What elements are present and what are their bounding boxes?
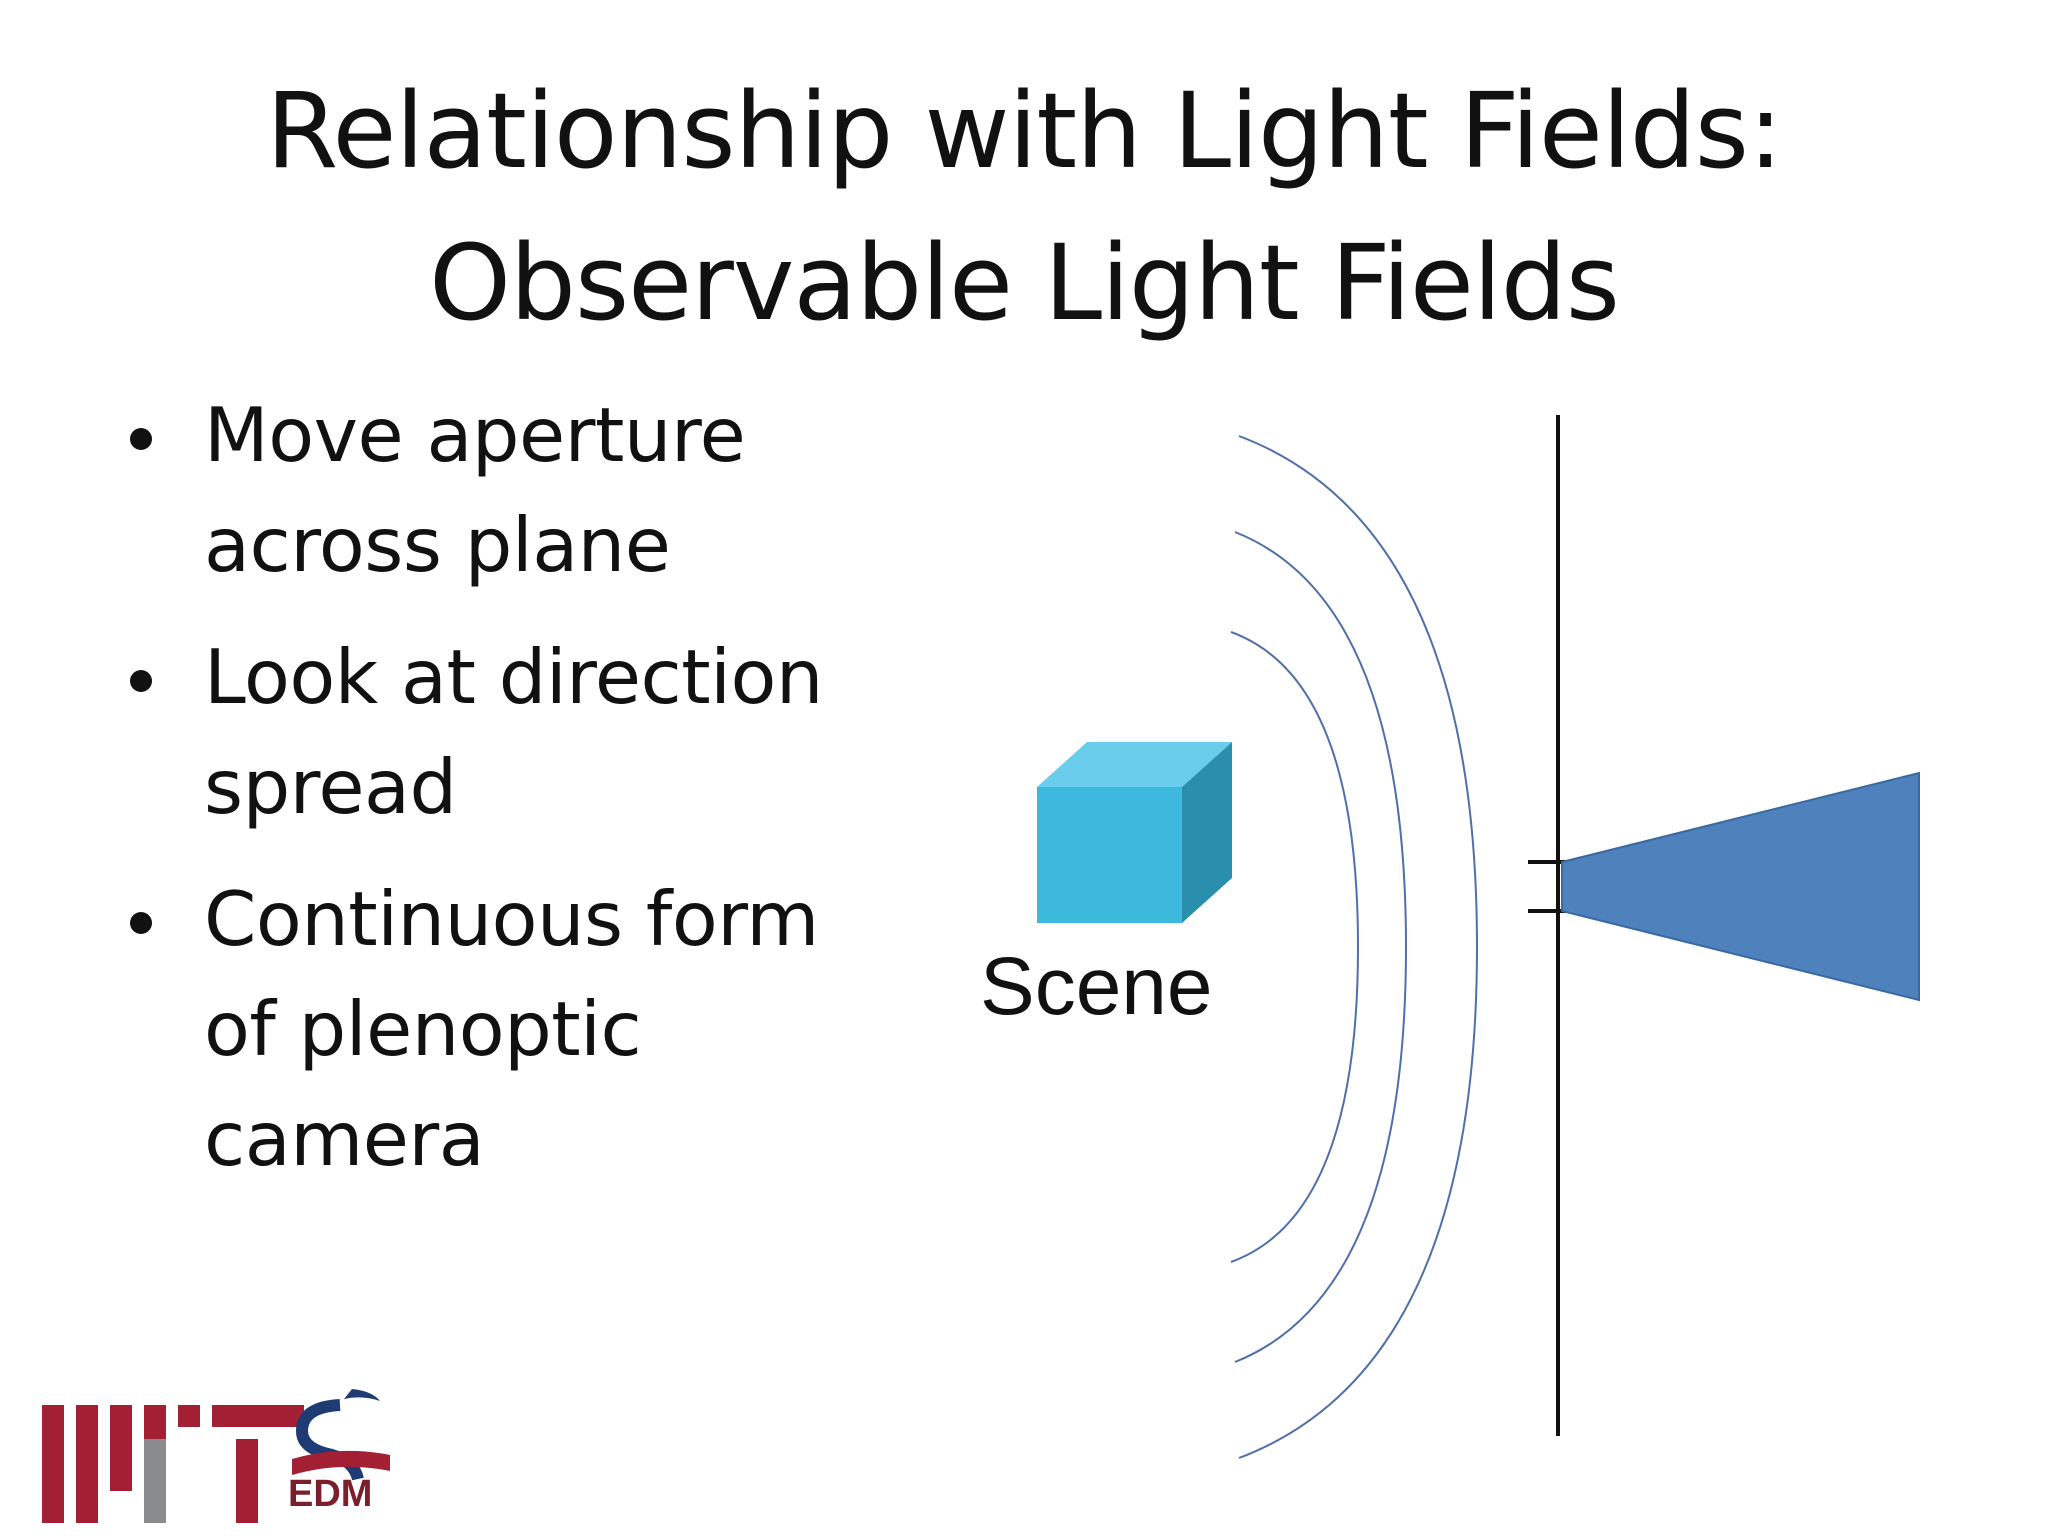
edm-swoosh-icon: [292, 1389, 390, 1481]
bullet-2-line-1: Look at direction: [204, 633, 823, 721]
scene-label: Scene: [980, 941, 1213, 1032]
mit-edm-logo: [42, 1389, 390, 1523]
viewing-cone: [1561, 771, 1920, 1002]
cube-front-face: [1037, 787, 1182, 923]
cube-top-face: [1037, 742, 1232, 787]
bullet-dot: [130, 912, 152, 934]
wavefront-arc-middle: [1234, 531, 1408, 1363]
scene-cube: [1037, 742, 1232, 923]
bullet-dot: [130, 428, 152, 450]
wavefront-arcs: [1230, 435, 1479, 1459]
bullet-3-line-3: camera: [204, 1095, 485, 1183]
cube-side-face: [1182, 742, 1232, 923]
mit-logo-bars: [42, 1405, 304, 1523]
bullet-3-line-1: Continuous form: [204, 875, 819, 963]
title-line-2: Observable Light Fields: [429, 222, 1620, 344]
bullet-dot: [130, 670, 152, 692]
slide-title: Relationship with Light Fields: Observab…: [0, 55, 2048, 359]
wavefront-arc-outer: [1238, 435, 1479, 1459]
bullet-3-line-2: of plenoptic: [204, 985, 642, 1073]
bullet-1-line-2: across plane: [204, 501, 671, 589]
edm-logo-text: EDM: [288, 1473, 373, 1515]
bullet-1-line-1: Move aperture: [204, 391, 746, 479]
bullet-item-3: Continuous form of plenoptic camera: [120, 864, 900, 1194]
bullet-2-line-2: spread: [204, 743, 457, 831]
bullet-item-2: Look at direction spread: [120, 622, 900, 842]
bullet-list: Move aperture across plane Look at direc…: [120, 380, 900, 1216]
bullet-item-1: Move aperture across plane: [120, 380, 900, 600]
title-line-1: Relationship with Light Fields:: [265, 70, 1783, 192]
wavefront-arc-inner: [1230, 631, 1360, 1263]
